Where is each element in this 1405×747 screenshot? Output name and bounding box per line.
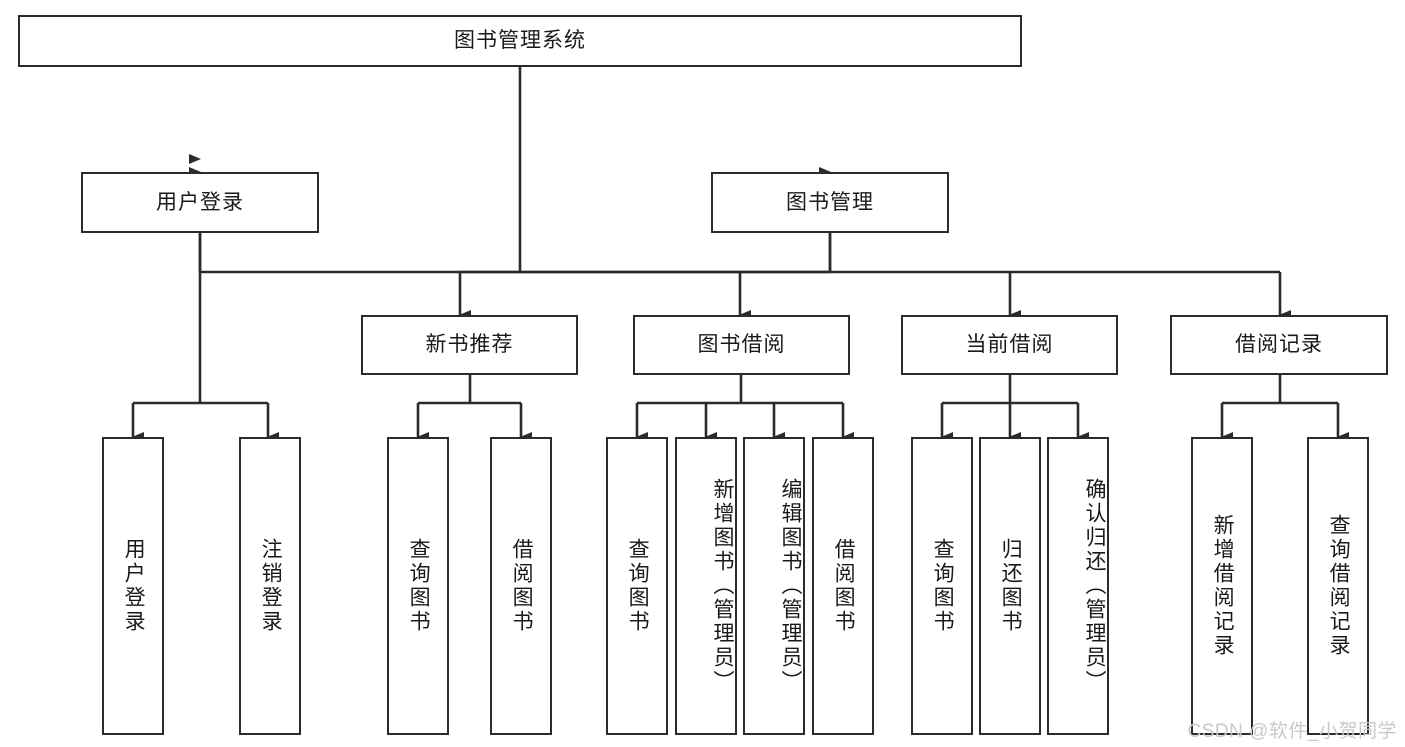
node-current-borrow[interactable]: 当前借阅	[901, 315, 1118, 375]
node-book-borrow[interactable]: 图书借阅	[633, 315, 850, 375]
leaf-borrow-query-book[interactable]: 查询图书	[606, 437, 668, 735]
node-book-management[interactable]: 图书管理	[711, 172, 949, 233]
node-new-book-recommend[interactable]: 新书推荐	[361, 315, 578, 375]
leaf-borrow-borrow-book[interactable]: 借阅图书	[812, 437, 874, 735]
leaf-current-return-book[interactable]: 归还图书	[979, 437, 1041, 735]
leaf-borrow-edit-book-admin[interactable]: 编辑图书（管理员）	[743, 437, 805, 735]
leaf-new-book-borrow[interactable]: 借阅图书	[490, 437, 552, 735]
node-root-system[interactable]: 图书管理系统	[18, 15, 1022, 67]
leaf-record-add-record[interactable]: 新增借阅记录	[1191, 437, 1253, 735]
leaf-user-login-signout[interactable]: 注销登录	[239, 437, 301, 735]
node-borrow-record[interactable]: 借阅记录	[1170, 315, 1388, 375]
node-user-login[interactable]: 用户登录	[81, 172, 319, 233]
leaf-user-login-signin[interactable]: 用户登录	[102, 437, 164, 735]
leaf-new-book-query[interactable]: 查询图书	[387, 437, 449, 735]
leaf-record-query-record[interactable]: 查询借阅记录	[1307, 437, 1369, 735]
leaf-current-confirm-return-admin[interactable]: 确认归还（管理员）	[1047, 437, 1109, 735]
leaf-borrow-add-book-admin[interactable]: 新增图书（管理员）	[675, 437, 737, 735]
leaf-current-query-book[interactable]: 查询图书	[911, 437, 973, 735]
watermark-text: CSDN @软件_小贺同学	[1187, 721, 1397, 742]
